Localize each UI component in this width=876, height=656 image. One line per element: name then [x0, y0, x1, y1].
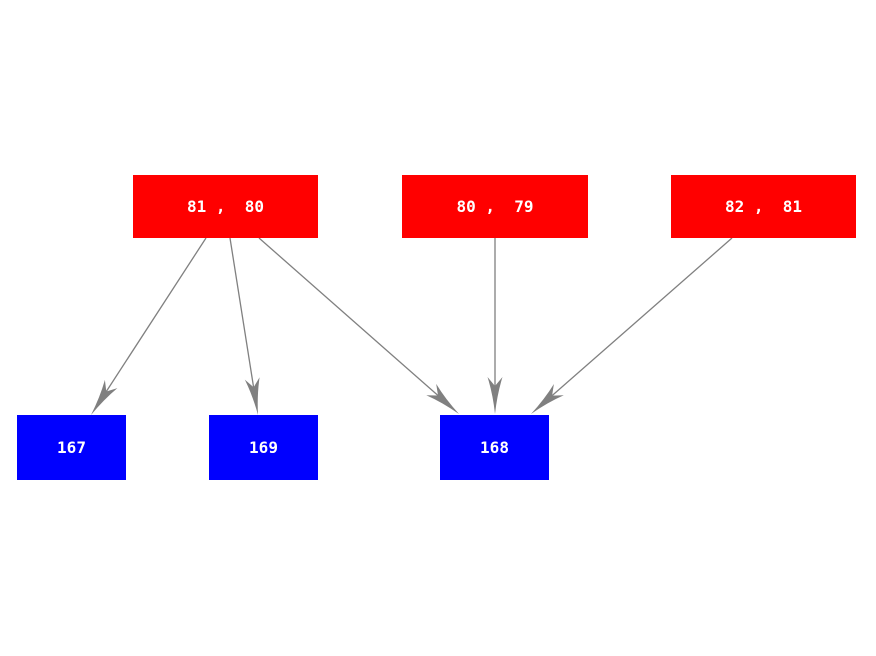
node-label: 80 , 79	[456, 197, 534, 216]
edge-line-node-81-80-to-node-167	[105, 237, 207, 392]
source-node-82-81: 82 , 81	[671, 175, 856, 238]
source-node-81-80: 81 , 80	[133, 175, 318, 238]
node-label: 81 , 80	[186, 197, 265, 216]
edge-line-node-82-81-to-node-168	[551, 237, 733, 397]
edge-line-node-81-80-to-node-168	[258, 237, 439, 396]
target-node-169: 169	[209, 415, 318, 480]
edge-line-node-81-80-to-node-169	[229, 237, 255, 388]
node-label: 168	[480, 438, 509, 457]
arrowhead-icon	[426, 383, 459, 414]
arrowhead-icon	[487, 377, 503, 414]
node-label: 167	[57, 438, 86, 457]
arrowhead-icon	[91, 379, 118, 415]
target-node-167: 167	[17, 415, 126, 480]
target-node-168: 168	[440, 415, 549, 480]
node-label: 82 , 81	[724, 197, 803, 216]
node-label: 169	[249, 438, 278, 457]
arrowhead-icon	[531, 384, 564, 414]
source-node-80-79: 80 , 79	[402, 175, 588, 238]
arrowhead-icon	[244, 377, 260, 415]
